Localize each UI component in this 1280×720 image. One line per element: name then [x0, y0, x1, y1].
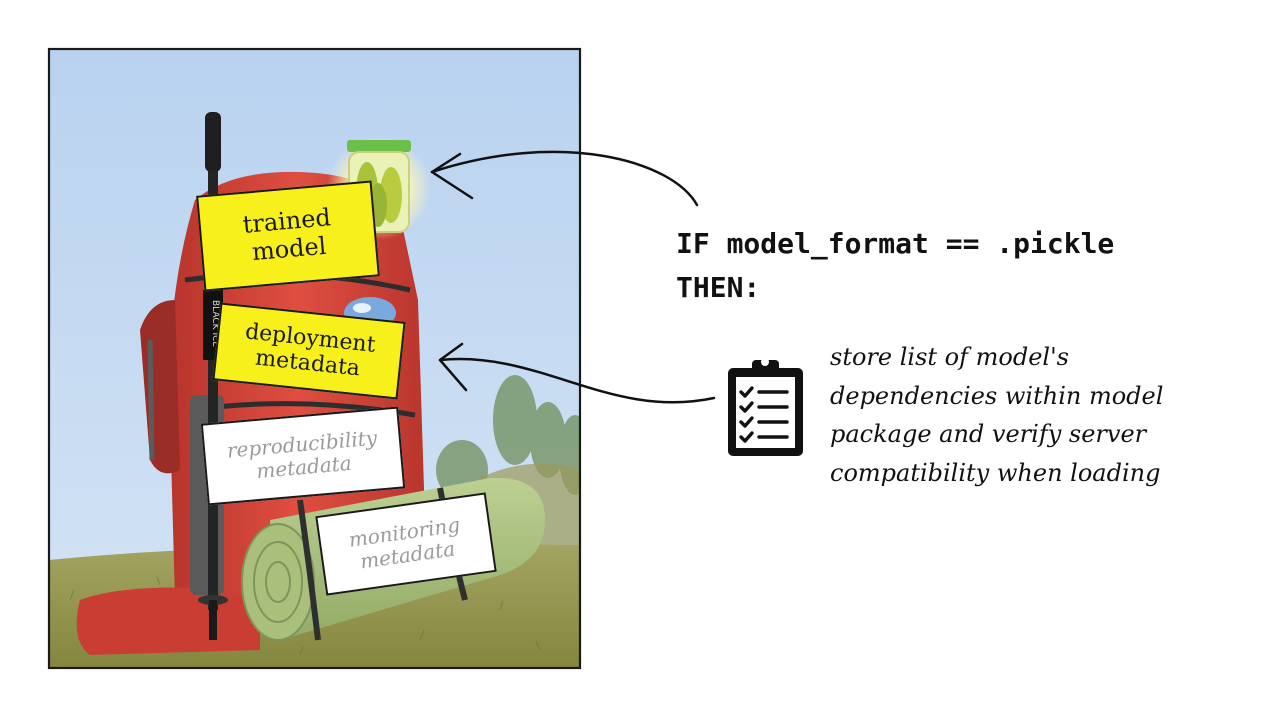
rule-then: THEN:: [676, 271, 761, 304]
note-trained-model-line2: model: [250, 231, 328, 267]
arrow-to-jar: [430, 150, 699, 207]
action-line-1: store list of model's: [830, 343, 1069, 371]
action-description: store list of model's dependencies withi…: [830, 338, 1230, 492]
action-line-3: package and verify server: [830, 420, 1147, 448]
action-line-2: dependencies within model: [830, 381, 1164, 410]
note-reproducibility-metadata: reproducibility metadata: [200, 406, 406, 506]
svg-text:BLACK ICE: BLACK ICE: [210, 300, 220, 347]
rule-condition: IF model_format == .pickle: [676, 227, 1115, 260]
clipboard-checklist-icon: [728, 358, 803, 456]
photo-frame: [47, 47, 582, 670]
note-trained-model: trained model: [196, 180, 380, 292]
action-line-4: compatibility when loading: [830, 458, 1161, 487]
arrow-to-deployment: [438, 342, 716, 404]
rule-block: IF model_format == .pickle THEN:: [676, 222, 1114, 310]
